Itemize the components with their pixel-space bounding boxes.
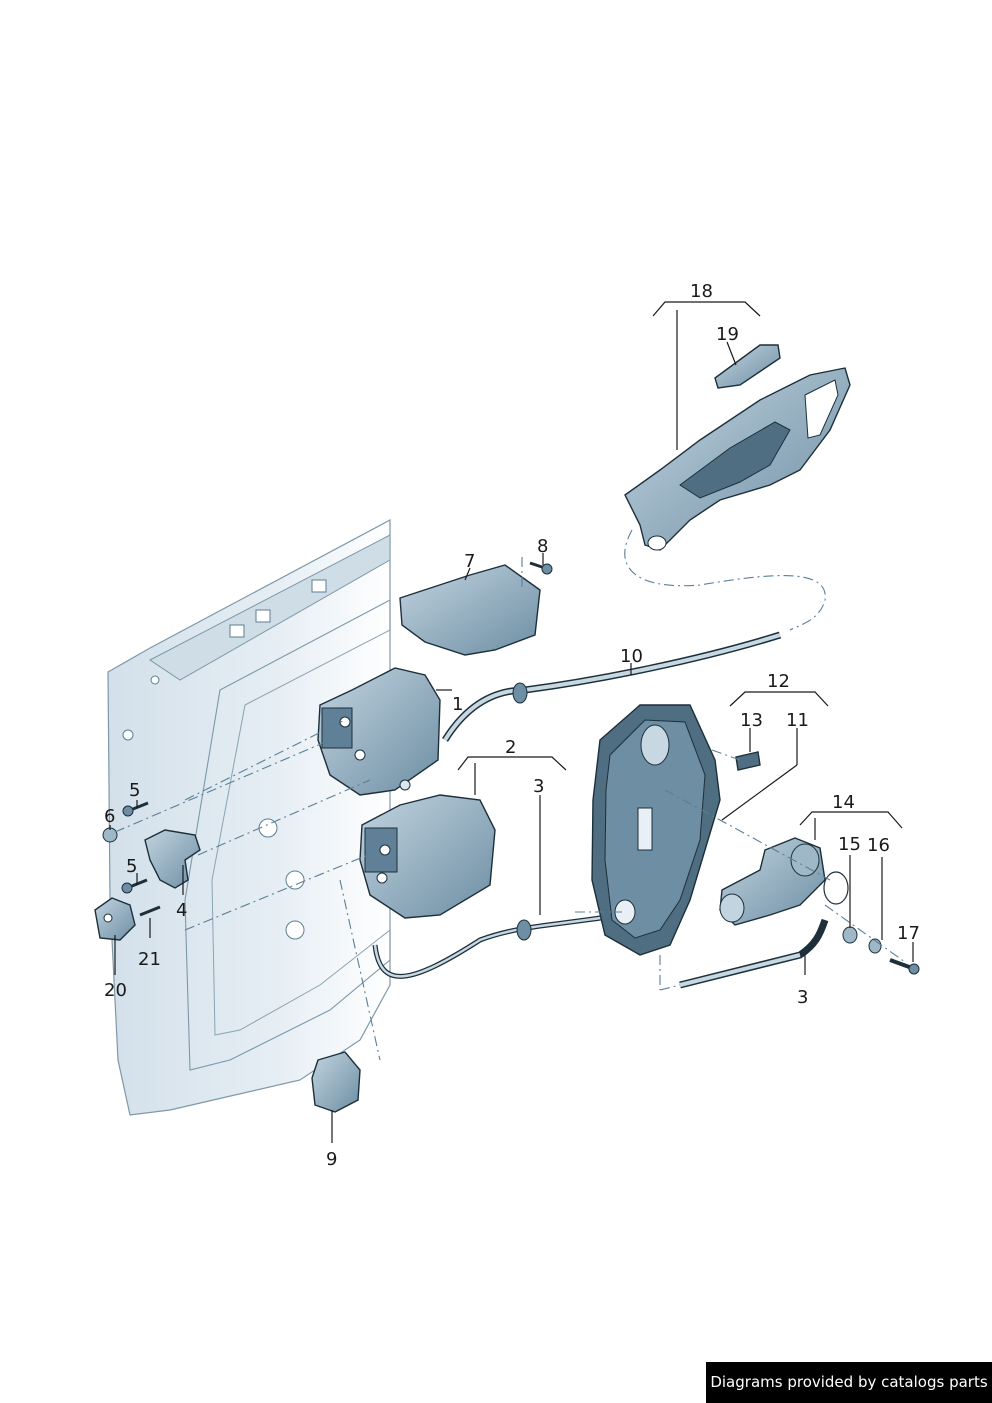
callout-10: 10	[620, 646, 643, 667]
carrier-plate-11	[591, 704, 721, 956]
callout-5-lower: 5	[126, 856, 137, 877]
callout-19: 19	[716, 324, 739, 345]
cable-10	[442, 631, 782, 742]
callout-3-right: 3	[797, 987, 808, 1008]
cable-3-lower	[372, 912, 621, 979]
callout-17: 17	[897, 923, 920, 944]
bushing-15	[842, 926, 858, 944]
plug-6	[102, 827, 118, 843]
callout-14: 14	[832, 792, 855, 813]
interior-handle-18	[624, 367, 851, 631]
callout-2: 2	[505, 737, 516, 758]
callout-8: 8	[537, 536, 548, 557]
screw-5-upper	[122, 801, 149, 817]
screw-8	[529, 561, 553, 575]
door-inner-panel	[107, 519, 391, 1116]
callout-1: 1	[452, 694, 463, 715]
callout-13: 13	[740, 710, 763, 731]
callout-18: 18	[690, 281, 713, 302]
callout-15: 15	[838, 834, 861, 855]
window-motor-14	[719, 837, 849, 926]
lock-cover	[399, 564, 541, 656]
door-lock-upper	[317, 667, 441, 796]
callout-3-left: 3	[533, 776, 544, 797]
cable-3-right	[679, 918, 829, 989]
bolt-21	[139, 905, 161, 917]
screw-17	[889, 958, 920, 975]
callout-7: 7	[464, 551, 475, 572]
callout-4: 4	[176, 900, 187, 921]
credit-banner: Diagrams provided by catalogs parts	[706, 1362, 992, 1403]
assembly-lines	[114, 557, 906, 1061]
striker-cover-4	[144, 829, 201, 889]
callout-labels: 1 2 3 3 4 5 5 6 7 8 9 10 11 12 13 14 15 …	[104, 281, 920, 1170]
callout-9: 9	[326, 1149, 337, 1170]
cap-19	[714, 344, 781, 389]
callout-20: 20	[104, 980, 127, 1001]
pad-13	[735, 751, 761, 771]
leader-lines	[109, 301, 914, 1143]
callout-6: 6	[104, 806, 115, 827]
callout-11: 11	[786, 710, 809, 731]
striker-plate-20	[94, 897, 136, 941]
callout-12: 12	[767, 671, 790, 692]
callout-16: 16	[867, 835, 890, 856]
switch-9	[311, 1051, 361, 1113]
callout-5-upper: 5	[129, 780, 140, 801]
door-lock-lower	[359, 794, 496, 919]
callout-21: 21	[138, 949, 161, 970]
